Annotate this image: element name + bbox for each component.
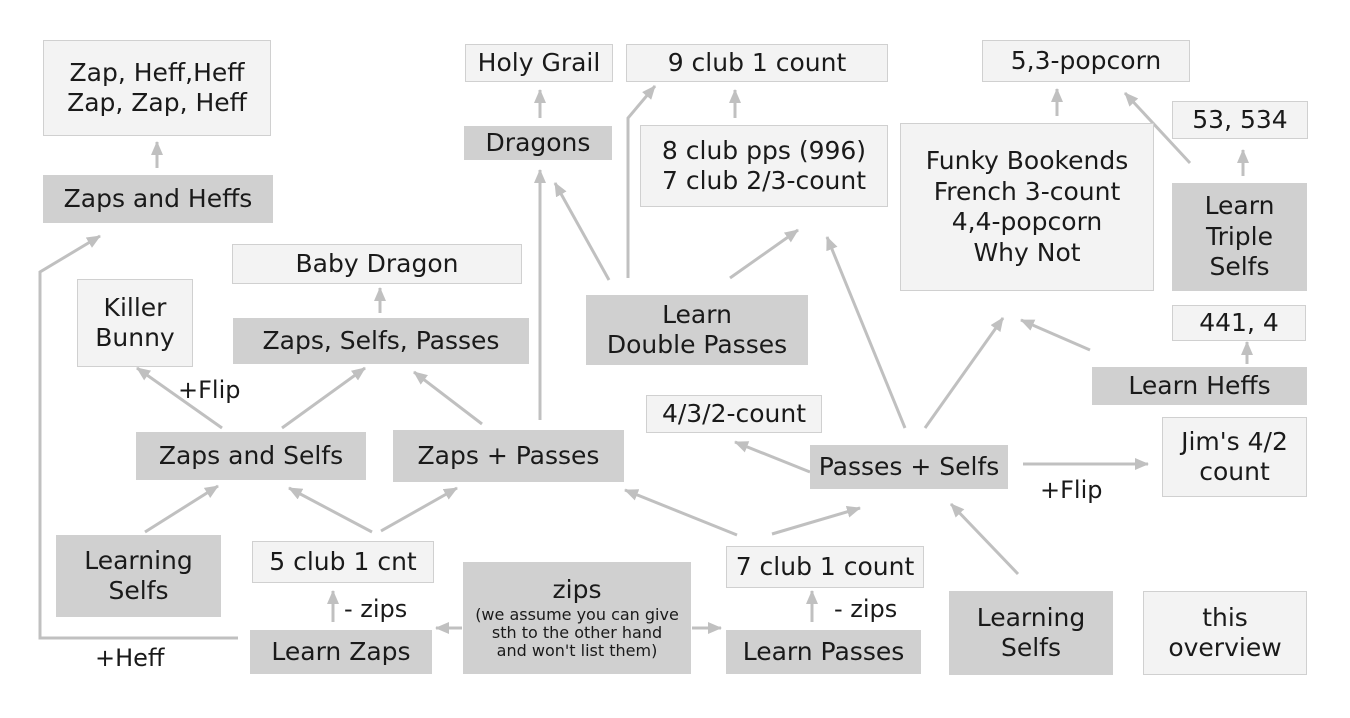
zaps-selfs-passes-node: Zaps, Selfs, Passes: [233, 318, 529, 364]
zaps-plus-passes-node: Zaps + Passes: [393, 430, 624, 482]
node-line: Passes + Selfs: [818, 451, 1000, 481]
node-line: count: [1199, 457, 1270, 486]
node-line: Zap, Zap, Heff: [67, 88, 247, 117]
node-line: Zaps and Heffs: [63, 183, 253, 213]
seven-club-1-count-node: 7 club 1 count: [726, 546, 924, 588]
four-three-two-count-node: 4/3/2-count: [646, 395, 822, 433]
learn-triple-selfs-node: Learn Triple Selfs: [1172, 183, 1307, 291]
zips-label-right: - zips: [834, 595, 898, 623]
zap-heff-sequence-node: Zap, Heff,Heff Zap, Zap, Heff: [43, 40, 271, 136]
eight-club-pps-node: 8 club pps (996) 7 club 2/3-count: [640, 125, 888, 207]
zaps-and-selfs-node: Zaps and Selfs: [136, 432, 366, 480]
zaps-and-heffs-node: Zaps and Heffs: [43, 175, 273, 223]
arrow-learn-heffs-to-funky: [1020, 318, 1091, 352]
arrow-double-passes-to-nine-club: [626, 85, 657, 278]
node-line: Triple: [1205, 221, 1274, 251]
flip-label-top: +Flip: [178, 376, 241, 404]
node-line: Learn: [662, 299, 732, 329]
node-line: Learn: [1204, 191, 1275, 221]
node-line: Learn Zaps: [271, 636, 411, 666]
node-line: 9 club 1 count: [667, 47, 847, 77]
node-line: 5,3-popcorn: [1010, 45, 1162, 75]
node-line: Zaps and Selfs: [158, 440, 344, 470]
node-line: Learning: [84, 545, 193, 575]
node-line: Bunny: [95, 323, 175, 352]
holy-grail-node: Holy Grail: [465, 44, 613, 82]
zips-note-line: sth to the other hand: [491, 623, 663, 643]
node-line: Baby Dragon: [295, 248, 459, 278]
zips-label-left: - zips: [344, 595, 408, 623]
node-line: Selfs: [108, 576, 169, 605]
node-line: Learning: [976, 602, 1086, 632]
node-line: Zaps, Selfs, Passes: [262, 325, 500, 355]
arrow-learn-zaps-to-zaps-heffs: [38, 234, 238, 640]
node-line: Double Passes: [606, 330, 788, 359]
funky-group-node: Funky Bookends French 3-count 4,4-popcor…: [900, 123, 1154, 291]
arrow-zaps-passes-to-zsp: [413, 370, 483, 426]
learn-zaps-node: Learn Zaps: [250, 630, 432, 674]
node-line: Zaps + Passes: [417, 440, 600, 470]
zips-note-line: (we assume you can give: [475, 604, 679, 624]
arrow-passes-selfs-to-eight-club: [825, 236, 907, 429]
node-line: Why Not: [973, 237, 1081, 267]
four41-4-node: 441, 4: [1172, 305, 1306, 341]
learn-double-passes-node: Learn Double Passes: [586, 295, 808, 365]
node-line: Learn Heffs: [1128, 370, 1271, 400]
node-line: 7 club 2/3-count: [662, 166, 866, 195]
five-three-popcorn-node: 5,3-popcorn: [982, 40, 1190, 82]
arrow-learning-selfs-to-zaps-selfs: [144, 484, 219, 534]
arrow-learning-selfs-to-passes-selfs: [949, 502, 1020, 576]
node-line: Zap, Heff,Heff: [69, 57, 245, 87]
zips-node: zips (we assume you can give sth to the …: [463, 562, 691, 674]
node-line: this: [1202, 602, 1248, 632]
zips-note-line: and won't list them): [496, 641, 658, 661]
arrow-passes-selfs-to-432: [734, 440, 811, 474]
nine-club-1-count-node: 9 club 1 count: [626, 44, 888, 82]
node-line: Killer: [103, 292, 167, 322]
arrow-double-passes-to-eight-club: [729, 228, 799, 280]
flip-label-right: +Flip: [1040, 476, 1103, 504]
node-line: 53, 534: [1192, 104, 1288, 134]
baby-dragon-node: Baby Dragon: [232, 244, 522, 284]
node-line: Learn Passes: [742, 636, 905, 666]
killer-bunny-node: Killer Bunny: [77, 279, 193, 367]
node-line: French 3-count: [933, 176, 1121, 206]
jims-42-count-node: Jim's 4/2 count: [1162, 417, 1307, 497]
node-line: Dragons: [485, 127, 591, 157]
passes-plus-selfs-node: Passes + Selfs: [810, 445, 1008, 489]
node-line: 7 club 1 count: [735, 551, 915, 581]
learning-selfs-left-node: Learning Selfs: [56, 535, 221, 617]
node-line: 8 club pps (996): [661, 135, 867, 165]
node-line: Holy Grail: [477, 47, 601, 77]
learn-heffs-node: Learn Heffs: [1092, 367, 1307, 405]
node-line: 4/3/2-count: [661, 398, 807, 428]
zips-title: zips: [552, 575, 602, 605]
node-line: Selfs: [1209, 252, 1270, 282]
node-line: Funky Bookends: [925, 146, 1129, 175]
arrow-double-passes-to-dragons: [553, 182, 611, 281]
node-line: Jim's 4/2: [1181, 426, 1288, 456]
learn-passes-node: Learn Passes: [726, 630, 921, 674]
arrow-passes-selfs-to-funky: [923, 317, 1005, 429]
arrow-zaps-selfs-to-zsp: [281, 366, 366, 430]
learning-selfs-right-node: Learning Selfs: [949, 591, 1113, 675]
node-line: 5 club 1 cnt: [269, 546, 417, 576]
this-overview-node: this overview: [1143, 591, 1307, 675]
node-line: overview: [1168, 633, 1282, 662]
node-line: Selfs: [1000, 633, 1062, 662]
fiftythree-534-node: 53, 534: [1172, 101, 1308, 139]
arrow-zaps-selfs-to-killer-bunny: [136, 366, 223, 430]
node-line: 4,4-popcorn: [951, 207, 1103, 236]
arrow-seven-club-to-passes-selfs: [771, 505, 861, 536]
arrow-fiftythree-to-popcorn: [1123, 91, 1192, 165]
arrow-five-club-to-zaps-passes: [380, 486, 458, 533]
arrow-seven-club-to-zaps-passes: [624, 488, 738, 537]
heff-label: +Heff: [95, 644, 165, 672]
arrow-five-club-to-zaps-selfs: [288, 486, 373, 534]
five-club-1-cnt-node: 5 club 1 cnt: [252, 541, 434, 583]
node-line: 441, 4: [1199, 307, 1279, 337]
dragons-node: Dragons: [464, 126, 612, 160]
